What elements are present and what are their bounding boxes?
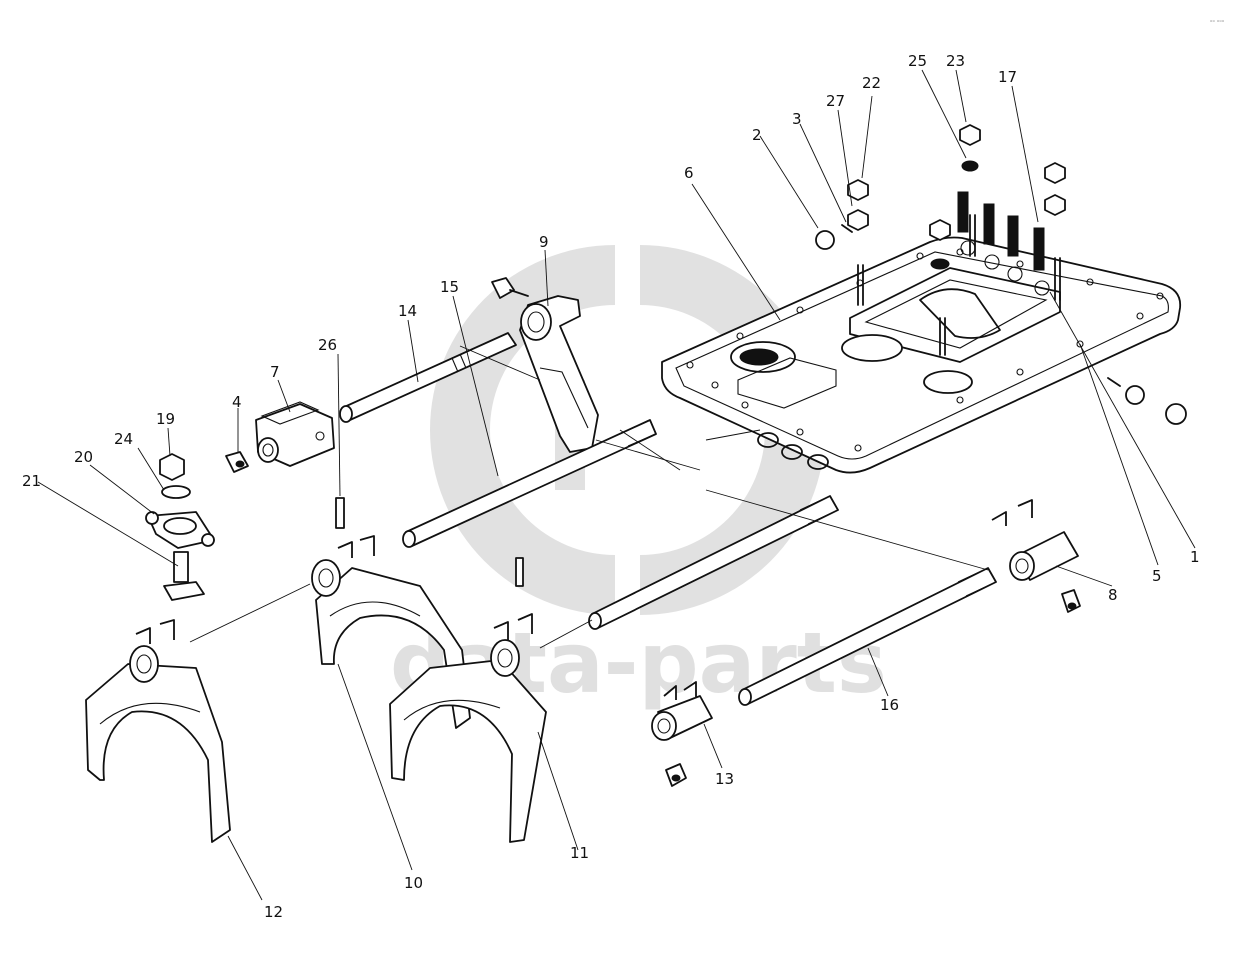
block-13: [651, 681, 713, 787]
springs-and-studs: [847, 124, 1066, 356]
callout-10: 10: [404, 874, 423, 892]
shaft-center: [588, 495, 839, 630]
callout-7: 7: [270, 363, 280, 381]
shaft-15: [402, 419, 657, 548]
shaft-16: [738, 567, 997, 706]
callout-3: 3: [792, 110, 802, 128]
cover-plate: [661, 236, 1182, 474]
corner-mark: ᵒᵒ ᵒᵒᵒ: [1210, 19, 1225, 26]
callout-15: 15: [440, 278, 459, 296]
callout-25: 25: [908, 52, 927, 70]
callout-1: 1: [1190, 548, 1200, 566]
shift-bracket: [491, 277, 599, 453]
callout-9: 9: [539, 233, 549, 251]
callout-19: 19: [156, 410, 175, 428]
assembly-lines: [189, 345, 989, 649]
fork-11: [389, 613, 547, 843]
callout-13: 13: [715, 770, 734, 788]
callout-23: 23: [946, 52, 965, 70]
callout-27: 27: [826, 92, 845, 110]
callout-5: 5: [1152, 567, 1162, 585]
callout-20: 20: [74, 448, 93, 466]
pin-11: [515, 557, 524, 587]
callout-labels: 1 2 3 4 5 6 7 8 9 10 11 12 13 14 15 16 1…: [22, 52, 1200, 921]
callout-8: 8: [1108, 586, 1118, 604]
callout-leaders: [37, 69, 1196, 901]
rings-and-pins: [815, 224, 1187, 425]
callout-11: 11: [570, 844, 589, 862]
callout-2: 2: [752, 126, 762, 144]
selector-block: [255, 401, 335, 467]
callout-12: 12: [264, 903, 283, 921]
shaft-14: [339, 332, 517, 423]
fastener-stack: [145, 453, 215, 601]
screw-4: [225, 451, 249, 473]
callout-21: 21: [22, 472, 41, 490]
callout-16: 16: [880, 696, 899, 714]
pin-26: [335, 497, 345, 529]
callout-26: 26: [318, 336, 337, 354]
callout-4: 4: [232, 393, 242, 411]
callout-6: 6: [684, 164, 694, 182]
callout-22: 22: [862, 74, 881, 92]
fork-10: [311, 535, 471, 729]
fork-12: [85, 619, 231, 843]
callout-17: 17: [998, 68, 1017, 86]
callout-14: 14: [398, 302, 417, 320]
block-8: [991, 499, 1081, 613]
callout-24: 24: [114, 430, 133, 448]
